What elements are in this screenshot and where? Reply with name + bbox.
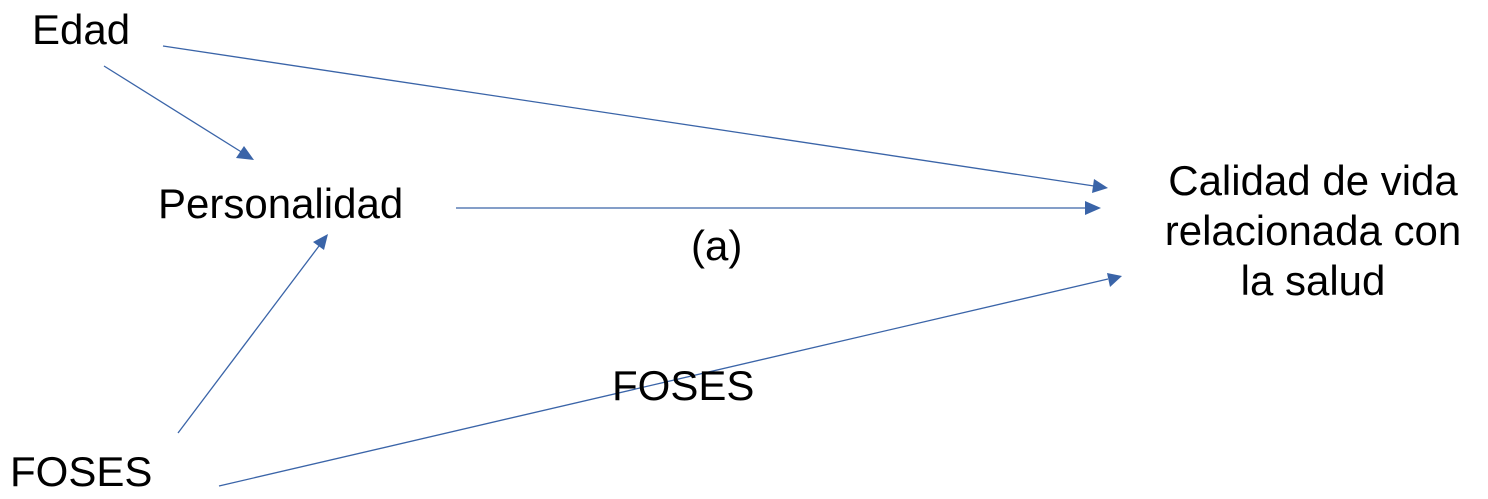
node-edad: Edad [32, 6, 131, 53]
arrow-edad-to-calidad [162, 45, 1108, 193]
node-foses: FOSES [10, 448, 153, 495]
edge-label-foses: FOSES [612, 362, 755, 409]
node-personalidad: Personalidad [158, 180, 404, 227]
node-calidad-line-1: Calidad de vida [1168, 157, 1458, 204]
arrow-foses-to-personalidad [177, 234, 328, 434]
node-calidad-line-2: relacionada con [1164, 207, 1462, 254]
node-calidad-line-3: la salud [1240, 257, 1386, 304]
arrow-edad-to-personalidad [103, 65, 254, 160]
arrow-personalidad-to-calidad [456, 201, 1101, 215]
node-calidad-de-vida: Calidad de vida relacionada con la salud [1128, 156, 1488, 306]
edge-label-a: (a) [691, 222, 743, 269]
arrow-foses-to-calidad [218, 273, 1122, 487]
